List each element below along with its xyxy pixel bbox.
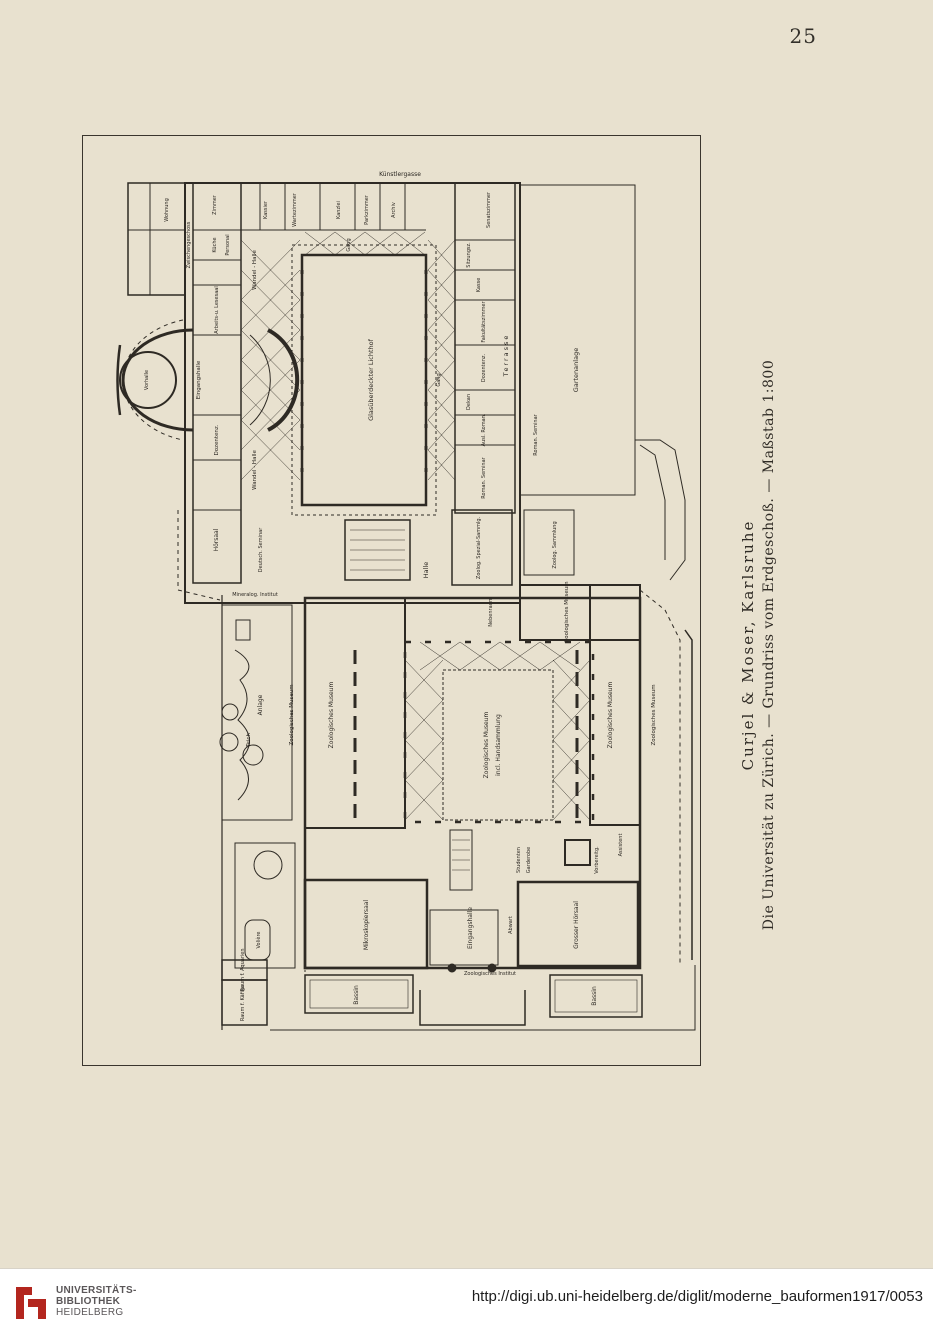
label-kanzlei: Kanzlei [336,201,342,219]
label-gartenanlage: Gartenanlage [572,348,580,392]
logo-line-3: HEIDELBERG [56,1307,124,1318]
label-eingangshalle-top: Eingangshalle [196,360,202,399]
logo-line-1: UNIVERSITÄTS- [56,1285,137,1296]
scanned-page: 25 [82,24,817,1066]
label-zoolog-museum-left: Zoologisches Museum [328,682,335,749]
label-wohnung: Wohnung [164,198,170,222]
label-arbeits-lesesaal: Arbeits-u. Lesesaal [214,286,220,333]
bassin-right-pool [549,974,643,1018]
grosser-hoersaal-room [516,880,640,968]
label-archiv: Archiv [391,202,397,218]
label-wartezimmer: Wartezimmer [292,192,298,227]
label-zoolog-museum-top-right: Zoologisches Museum [564,581,570,642]
label-gang-1: Gang [346,238,352,251]
wohnung-block [127,182,186,296]
museum-hatching [404,641,591,821]
label-vorhalle: Vorhalle [144,370,150,390]
label-grosser-hoersaal: Grosser Hörsaal [573,901,580,949]
label-eingangshalle: Eingangshalle [467,907,474,949]
label-sitzungsz: Sitzungsz. [466,242,472,268]
label-garderobe: Garderobe [526,847,532,873]
label-zoolog-museum-outer-right: Zoologisches Museum [651,684,657,745]
library-logo-icon [16,1287,46,1319]
label-studenten: Studenten [516,847,522,873]
page-number: 25 [789,24,817,48]
label-teich: Teich [246,733,252,748]
label-ausl-roman: Ausl. Roman. [481,413,487,446]
label-kaefige: Raum f. Käfige [240,985,246,1021]
label-abwart: Abwart [508,916,514,934]
label-zoolog-sammlung: Zoolog. Sammlung [552,521,558,568]
label-hoersaal-left: Hörsaal [213,528,220,551]
label-dozentenz-right: Dozentenz. [481,353,487,382]
label-dekan: Dekan [466,394,472,410]
label-kueche: Küche [212,237,218,252]
label-zoolog-museum-center: Zoologisches Museum [483,712,490,779]
label-vorbereitung: Vorbereitg. [594,846,600,874]
label-zoolog-museum-outer-left: Zoologisches Museum [289,684,295,745]
label-wandel-halle-2: Wandel - Halle [252,250,258,290]
label-senatszimmer: Senatszimmer [486,191,492,228]
plate-frame [82,135,701,1066]
label-nebenraum: Nebenraum [488,597,494,627]
label-fakultaetszimmer: Fakultätszimmer [481,300,487,342]
museum-court [442,669,554,821]
corridor-hatching [240,231,456,481]
label-zoolog-museum-right: Zoologisches Museum [607,682,614,749]
floor-plan: Künstlergasse Glasüberdeckter Lichthof G… [116,171,696,1031]
label-kasse: Kasse [476,278,482,293]
logo-line-2: BIBLIOTHEK [56,1296,121,1307]
label-deutsch-seminar: Deutsch. Seminar [258,527,264,573]
label-gang-2: Gang [436,373,442,386]
label-handsammlung: incl. Handsammlung [495,714,502,776]
label-halle: Halle [422,562,430,578]
lichthof-court [300,253,428,507]
label-zwischengeschoss: Zwischengeschoss [186,221,192,268]
apse-curve [121,328,194,432]
label-personal: Personal [225,234,231,255]
label-strasse-top: Künstlergasse [379,171,421,178]
label-lichthof: Glasüberdeckter Lichthof [367,338,375,421]
label-zoologisches-institut: Zoologisches Institut [464,971,516,977]
label-terrasse: Terrasse [502,334,510,378]
label-mineralog-institut: Mineralog. Institut [232,592,278,598]
label-dozentenz: Dozentenz. [214,424,220,455]
label-anlage: Anlage [257,694,264,715]
label-roman-seminar: Roman. Seminar [481,456,487,498]
label-zimmer: Zimmer [212,194,218,215]
label-parkzimmer: Parkzimmer [364,194,370,225]
label-roman-seminar-2: Roman. Seminar [533,413,539,455]
label-assistent: Assistent [618,834,624,857]
caption-architects: Curjel & Moser, Karlsruhe [739,519,757,771]
caption-description: Die Universität zu Zürich. — Grundriss v… [761,359,777,931]
library-logo-text: UNIVERSITÄTS- BIBLIOTHEK HEIDELBERG [56,1285,137,1318]
label-wandel-halle-1: Wandel - Halle [252,450,258,490]
permalink-url[interactable]: http://digi.ub.uni-heidelberg.de/diglit/… [471,1288,923,1305]
library-footer: UNIVERSITÄTS- BIBLIOTHEK HEIDELBERG http… [0,1268,933,1338]
lichthof-colonnade [300,270,428,490]
label-aquarien: Raum f. Aquarien [240,948,246,991]
label-volliere: Volière [255,932,262,949]
mikroskopiersaal-room [303,878,429,970]
label-bassin-left: Bassin [353,985,360,1005]
label-zoolog-spezial: Zoolog. Spezial-Sammlg. [476,517,482,580]
label-bassin-right: Bassin [591,986,598,1006]
bassin-left-pool [304,974,414,1014]
label-mikroskopiersaal: Mikroskopiersaal [363,900,370,950]
label-kassier: Kassier [263,200,269,219]
